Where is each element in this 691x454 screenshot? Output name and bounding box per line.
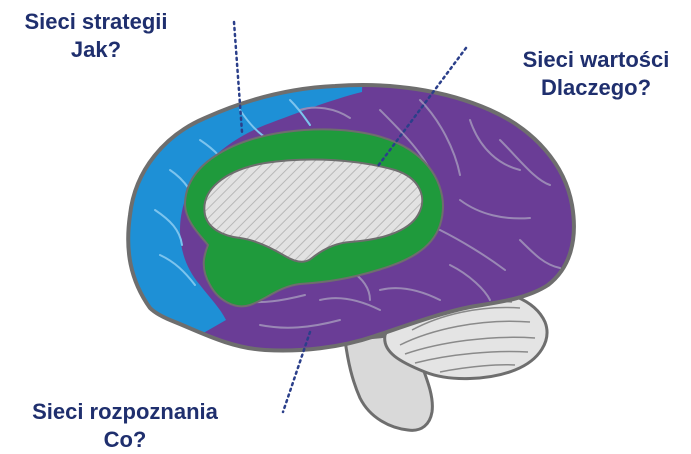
recognition-network-label: Sieci rozpoznania Co? xyxy=(10,398,240,454)
value-network-label: Sieci wartości Dlaczego? xyxy=(508,46,684,102)
value-network-question: Dlaczego? xyxy=(508,74,684,102)
value-network-name: Sieci wartości xyxy=(508,46,684,74)
strategy-network-label: Sieci strategii Jak? xyxy=(6,8,186,64)
strategy-network-question: Jak? xyxy=(6,36,186,64)
recognition-network-name: Sieci rozpoznania xyxy=(10,398,240,426)
strategy-network-name: Sieci strategii xyxy=(6,8,186,36)
